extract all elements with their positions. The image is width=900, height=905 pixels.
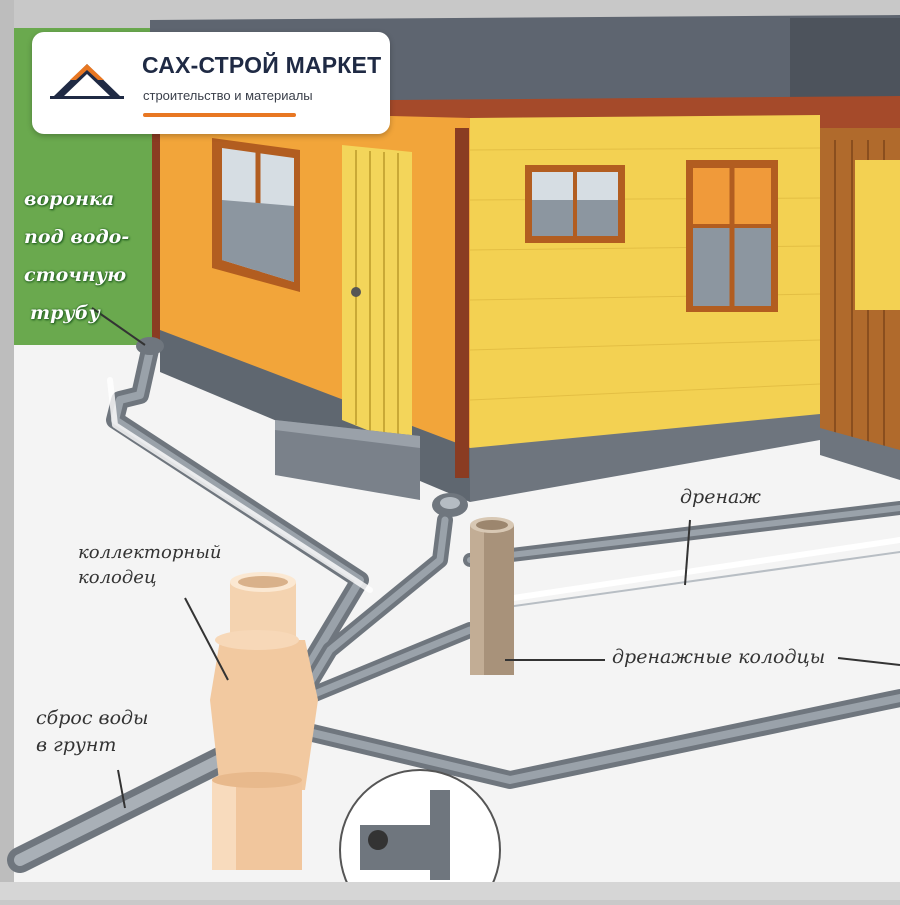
- downpipe-left: [152, 120, 160, 340]
- label-funnel-line-4: трубу: [30, 302, 100, 324]
- label-water-discharge: сброс воды в грунт: [36, 705, 149, 758]
- label-funnel: воронка под водо- сточную трубу: [24, 180, 129, 332]
- brand-tagline: строительство и материалы: [143, 88, 313, 103]
- label-collector-well: коллекторный колодец: [78, 540, 221, 590]
- left-frame: [0, 0, 14, 900]
- label-discharge-line-1: сброс воды: [36, 707, 149, 729]
- label-funnel-line-2: под водо-: [24, 226, 130, 248]
- bottom-frame: [0, 882, 900, 900]
- label-drainage-wells: дренажные колодцы: [612, 646, 826, 668]
- foundation-front: [470, 414, 820, 502]
- brand-accent-bar: [143, 113, 296, 117]
- brick-pattern: [469, 147, 821, 401]
- label-collector-line-2: колодец: [78, 567, 157, 589]
- label-collector-line-1: коллекторный: [78, 542, 222, 563]
- label-discharge-line-2: в грунт: [36, 733, 117, 756]
- roof-right: [790, 18, 900, 105]
- house-logo-icon: [50, 64, 124, 99]
- porch-window: [855, 160, 900, 310]
- brand-name: САХ-СТРОЙ МАРКЕТ: [142, 52, 382, 78]
- label-funnel-line-3: сточную: [24, 264, 127, 286]
- funnel-left: [136, 337, 164, 355]
- collector-well: [210, 572, 318, 870]
- brand-logo-card: САХ-СТРОЙ МАРКЕТ строительство и материа…: [32, 32, 390, 134]
- leader-lines: [91, 307, 900, 809]
- downpipe: [455, 128, 469, 478]
- label-drainage: дренаж: [680, 486, 761, 508]
- door: [342, 145, 412, 448]
- label-funnel-line-1: воронка: [24, 188, 115, 210]
- door-handle: [351, 287, 361, 297]
- foundation-porch: [820, 428, 900, 480]
